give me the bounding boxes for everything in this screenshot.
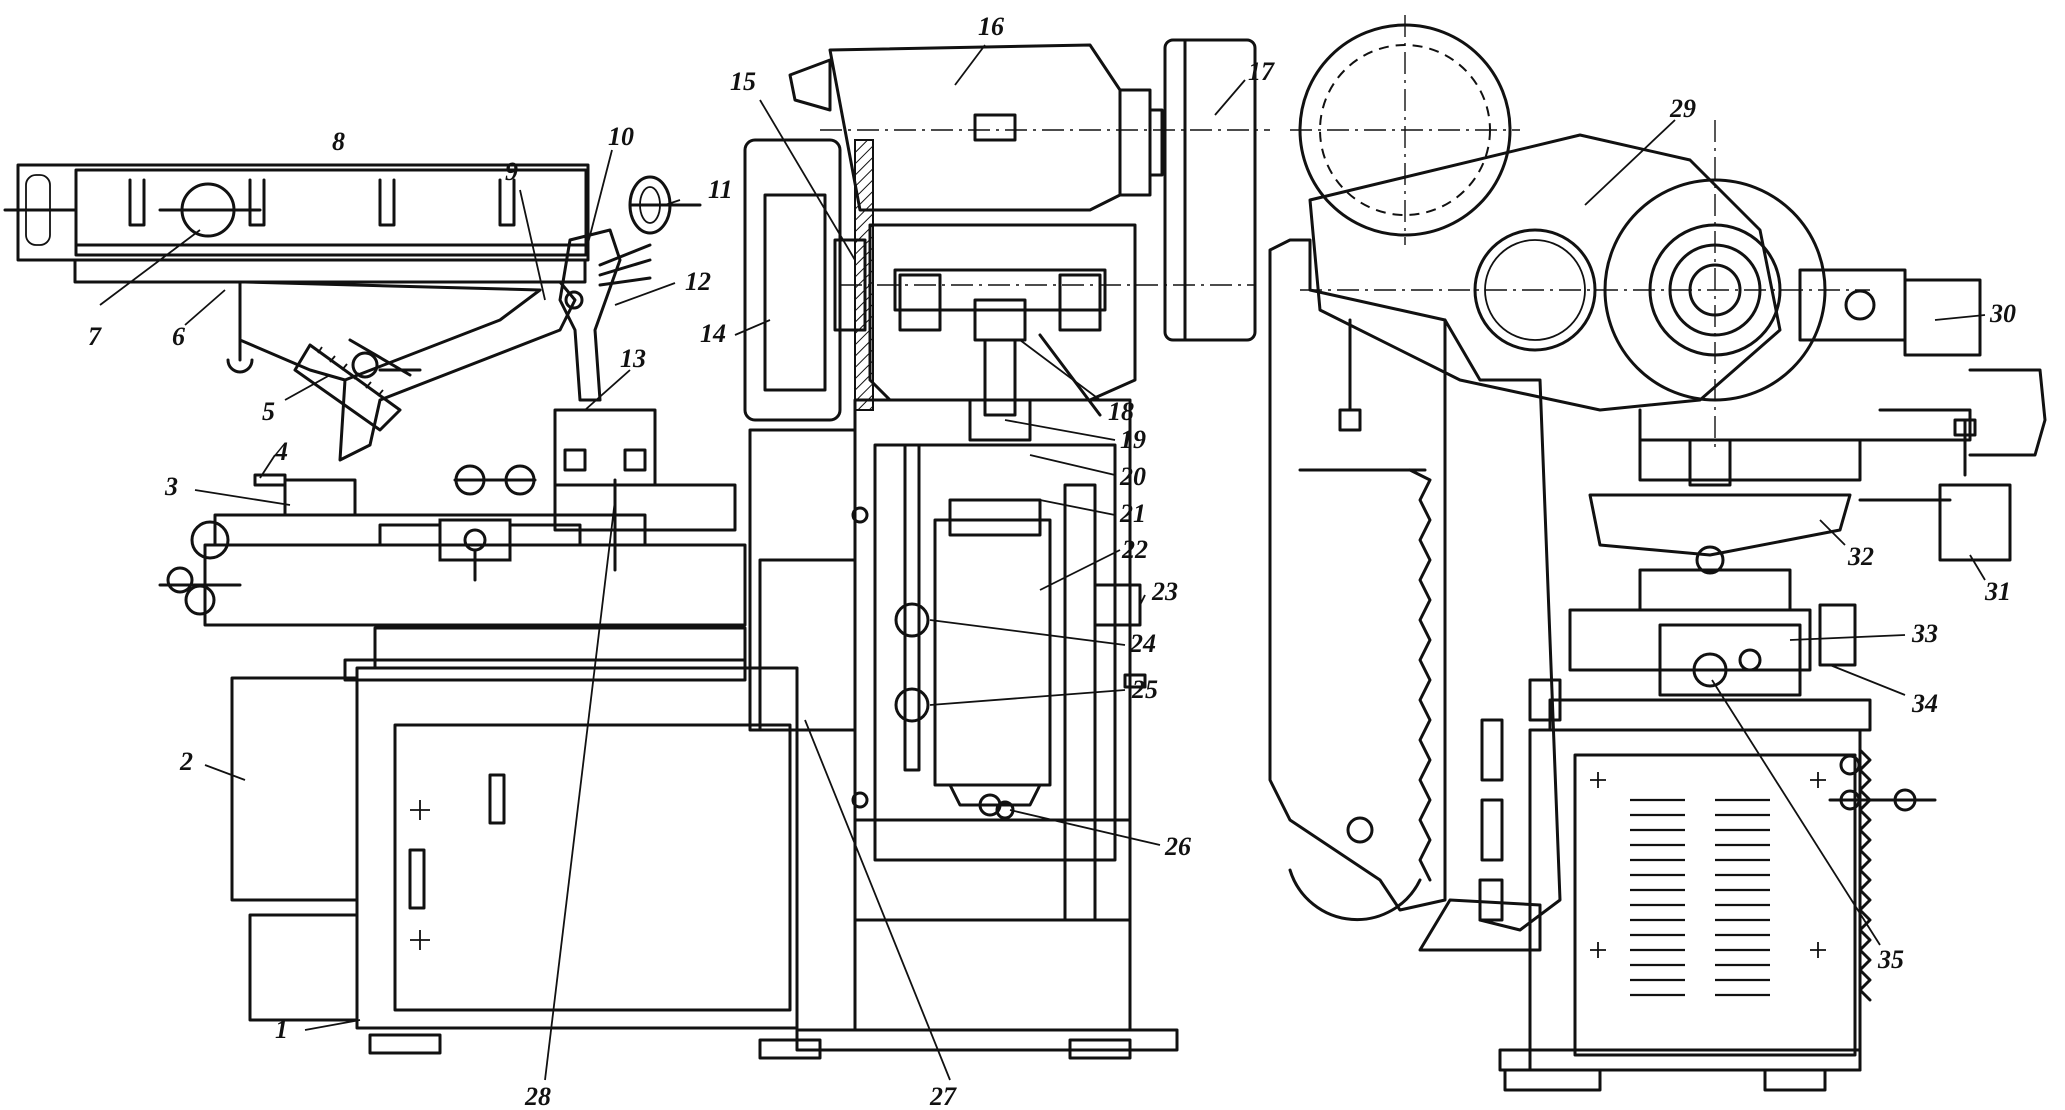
callout-25: 25: [1131, 675, 1158, 704]
callout-20: 20: [1119, 462, 1146, 491]
feed-tray: [3, 163, 590, 284]
callout-17: 17: [1248, 57, 1275, 86]
callout-33: 33: [1911, 619, 1938, 648]
callout-11: 11: [708, 175, 733, 204]
callout-4: 4: [274, 437, 288, 466]
callout-27: 27: [929, 1082, 957, 1110]
callout-28: 28: [524, 1082, 551, 1110]
vent-slots: [1630, 798, 1770, 997]
callout-10: 10: [608, 122, 634, 151]
callout-14: 14: [700, 319, 726, 348]
callout-6: 6: [172, 322, 185, 351]
callout-9: 9: [505, 157, 518, 186]
callout-34: 34: [1911, 689, 1938, 718]
callout-35: 35: [1877, 945, 1904, 974]
callout-18: 18: [1108, 397, 1134, 426]
base-cabinet: [355, 666, 799, 1030]
callout-21: 21: [1119, 499, 1146, 528]
callout-26: 26: [1164, 832, 1191, 861]
callout-29: 29: [1669, 94, 1696, 123]
callout-15: 15: [730, 67, 756, 96]
front-view: [3, 38, 1270, 1060]
scale-dial: [293, 338, 422, 432]
callout-8: 8: [332, 127, 345, 156]
callout-24: 24: [1129, 629, 1156, 658]
callout-1: 1: [275, 1015, 288, 1044]
side-view: [1268, 15, 2047, 1092]
callouts: 1 2 3 4 5 6 7 8 9 10 11 12 13 14 15 16 1…: [88, 12, 2016, 1110]
callout-23: 23: [1151, 577, 1178, 606]
callout-32: 32: [1847, 542, 1874, 571]
callout-7: 7: [88, 322, 102, 351]
side-cabinet: [1528, 728, 1937, 1072]
callout-16: 16: [978, 12, 1004, 41]
callout-30: 30: [1989, 299, 2016, 328]
callout-3: 3: [164, 472, 178, 501]
callout-31: 31: [1984, 577, 2011, 606]
callout-5: 5: [262, 397, 275, 426]
callout-2: 2: [179, 747, 193, 776]
callout-12: 12: [685, 267, 711, 296]
callout-13: 13: [620, 344, 646, 373]
leader-lines: [99, 44, 1986, 1081]
callout-19: 19: [1120, 425, 1146, 454]
callout-22: 22: [1121, 535, 1148, 564]
